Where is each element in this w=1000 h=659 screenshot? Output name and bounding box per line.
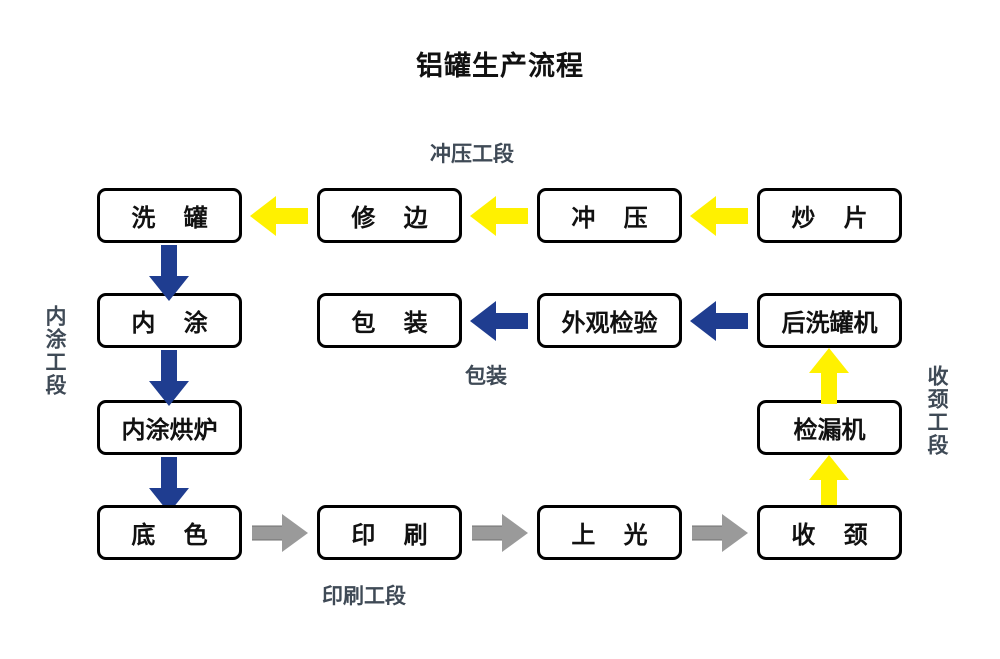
stage-label-packaging: 包装 — [465, 364, 507, 388]
arrow-post-washer-to-appearance-check — [690, 301, 748, 341]
node-wash-can[interactable]: 洗 罐 — [97, 188, 242, 243]
node-inner-coat-oven[interactable]: 内涂烘炉 — [97, 400, 242, 455]
arrow-print-to-varnish — [472, 514, 528, 552]
node-inner-coat[interactable]: 内 涂 — [97, 293, 242, 348]
node-trim[interactable]: 修 边 — [317, 188, 462, 243]
arrow-cup-blank-to-stamp — [690, 196, 748, 236]
node-varnish[interactable]: 上 光 — [537, 505, 682, 560]
arrow-leak-tester-to-post-washer — [809, 348, 849, 404]
node-base-color[interactable]: 底 色 — [97, 505, 242, 560]
node-post-washer[interactable]: 后洗罐机 — [757, 293, 902, 348]
node-stamp[interactable]: 冲 压 — [537, 188, 682, 243]
stage-label-printing: 印刷工段 — [322, 584, 406, 608]
arrow-trim-to-wash-can — [250, 196, 308, 236]
stage-label-inner-coating: 内涂工段 — [43, 305, 67, 397]
arrow-appearance-check-to-pack — [470, 301, 528, 341]
arrow-base-color-to-print — [252, 514, 308, 552]
node-print[interactable]: 印 刷 — [317, 505, 462, 560]
stage-label-necking: 收颈工段 — [925, 365, 949, 457]
arrow-stamp-to-trim — [470, 196, 528, 236]
arrow-varnish-to-neck — [692, 514, 748, 552]
stage-label-stamping: 冲压工段 — [430, 142, 514, 166]
node-leak-tester[interactable]: 检漏机 — [757, 400, 902, 455]
node-cup-blank[interactable]: 炒 片 — [757, 188, 902, 243]
page-title: 铝罐生产流程 — [416, 51, 584, 82]
node-neck[interactable]: 收 颈 — [757, 505, 902, 560]
arrow-inner-coat-to-oven — [149, 350, 189, 406]
node-pack[interactable]: 包 装 — [317, 293, 462, 348]
arrow-wash-can-to-inner-coat — [149, 245, 189, 301]
arrow-neck-to-leak-tester — [809, 455, 849, 511]
node-appearance-check[interactable]: 外观检验 — [537, 293, 682, 348]
